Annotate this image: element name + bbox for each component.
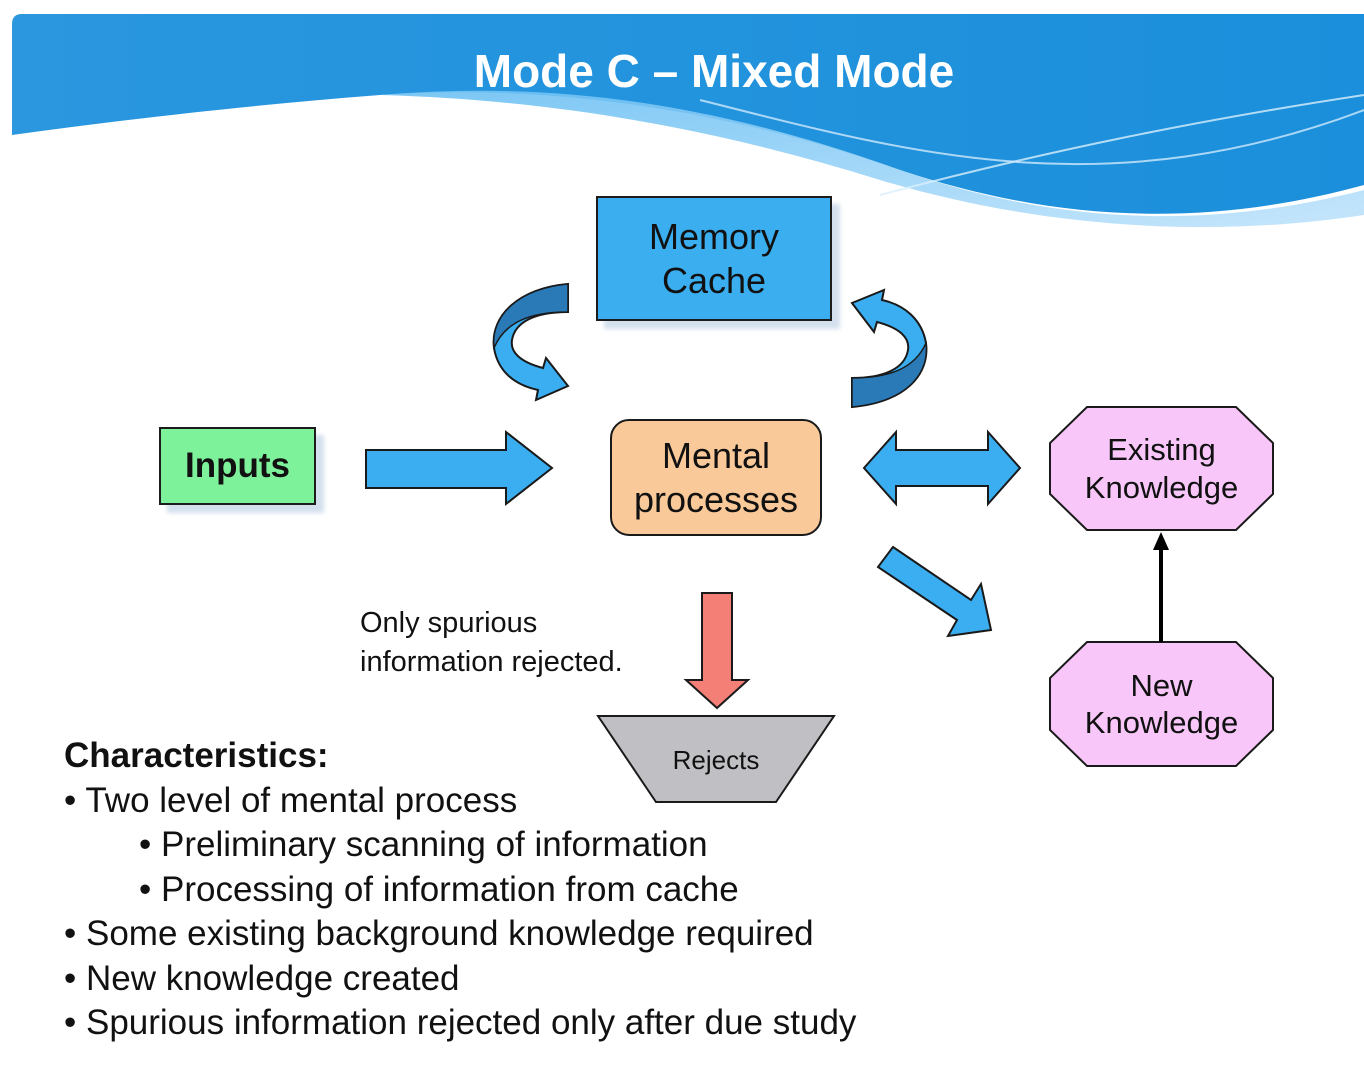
memory-cache-line-1: Memory xyxy=(648,216,779,258)
memory-cache-label: Memory Cache xyxy=(597,197,831,320)
rejects-label: Rejects xyxy=(672,745,760,776)
mental-to-new-knowledge-arrow xyxy=(876,545,993,638)
list-item: • Two level of mental process xyxy=(64,780,518,820)
mental-processes-label: Mental processes xyxy=(611,420,821,535)
title-banner xyxy=(12,14,1364,228)
existing-knowledge-line-1: Existing xyxy=(1107,432,1216,468)
inputs-to-mental-arrow xyxy=(365,429,554,507)
cache-to-mental-curved-arrow xyxy=(492,282,570,402)
memory-cache-box xyxy=(596,196,832,321)
mental-to-cache-curved-arrow xyxy=(850,288,928,409)
list-item: • Some existing background knowledge req… xyxy=(64,914,814,953)
inputs-label: Inputs xyxy=(185,446,290,485)
existing-knowledge-line-2: Knowledge xyxy=(1084,469,1239,505)
rejection-note-line-1: Only spurious xyxy=(360,607,538,639)
mental-processes-line-2: processes xyxy=(633,478,799,520)
memory-cache-line-2: Cache xyxy=(661,259,767,301)
mental-processes-box xyxy=(610,419,822,536)
rejection-note: Only spurious information rejected. xyxy=(360,604,623,682)
list-item: • Preliminary scanning of information xyxy=(139,825,708,864)
new-to-existing-arrow xyxy=(1153,532,1169,642)
new-knowledge-line-1: New xyxy=(1130,667,1193,703)
new-knowledge-box xyxy=(1049,641,1274,767)
characteristics-heading: Characteristics: xyxy=(64,736,329,775)
list-item: • Processing of information from cache xyxy=(139,869,739,909)
rejection-note-line-2: information rejected. xyxy=(360,646,623,679)
mental-to-rejects-arrow xyxy=(683,592,751,710)
list-item: • New knowledge created xyxy=(64,958,460,998)
rejects-box xyxy=(596,715,836,803)
existing-knowledge-label: Existing Knowledge xyxy=(1050,407,1273,530)
mental-existing-double-arrow xyxy=(862,429,1022,507)
page-title: Mode C – Mixed Mode xyxy=(473,45,955,97)
characteristics-list: Characteristics: • Two level of mental p… xyxy=(64,734,856,1046)
existing-knowledge-box xyxy=(1049,406,1274,531)
inputs-box xyxy=(159,427,316,505)
new-knowledge-label: New Knowledge xyxy=(1050,642,1273,766)
list-item: • Spurious information rejected only aft… xyxy=(64,1003,857,1042)
new-knowledge-line-2: Knowledge xyxy=(1084,705,1239,740)
mental-processes-line-1: Mental xyxy=(661,435,771,477)
